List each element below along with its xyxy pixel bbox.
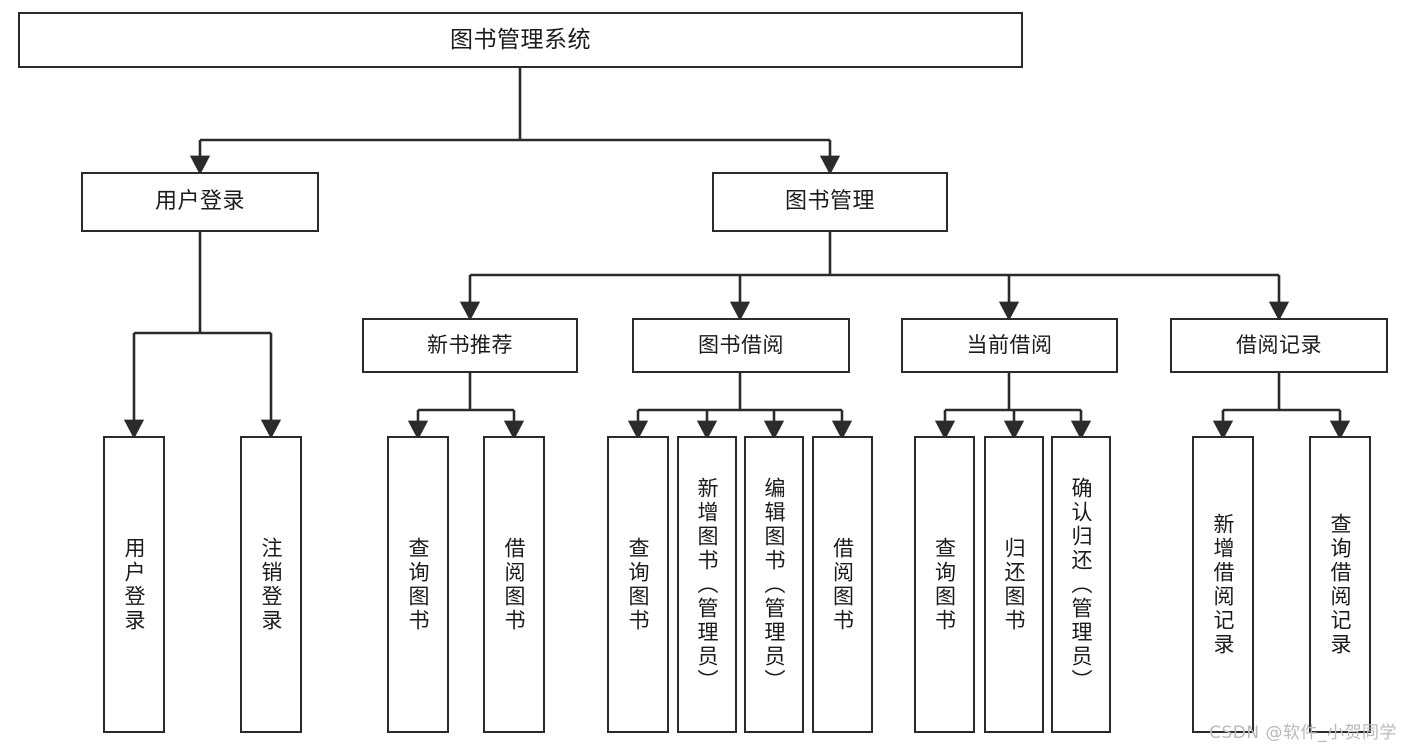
node-new-book-recommend-label: 新书推荐 bbox=[427, 332, 513, 357]
leaf-add-book[interactable]: 新增图书（管理员） bbox=[677, 436, 737, 733]
leaf-confirm-return[interactable]: 确认归还（管理员） bbox=[1051, 436, 1111, 733]
leaf-query-book-3[interactable]: 查询图书 bbox=[914, 436, 975, 733]
node-user-login-label: 用户登录 bbox=[154, 188, 245, 214]
watermark: CSDN @软件_小贺同学 bbox=[1209, 723, 1397, 743]
leaf-query-book-2[interactable]: 查询图书 bbox=[607, 436, 669, 733]
leaf-add-book-label: 新增图书（管理员） bbox=[695, 476, 720, 693]
node-borrow-record-label: 借阅记录 bbox=[1236, 332, 1322, 357]
leaf-query-book-2-label: 查询图书 bbox=[626, 536, 651, 633]
node-current-borrow[interactable]: 当前借阅 bbox=[901, 318, 1118, 373]
leaf-query-record-label: 查询借阅记录 bbox=[1328, 512, 1353, 657]
node-borrow-record[interactable]: 借阅记录 bbox=[1170, 318, 1388, 373]
leaf-edit-book[interactable]: 编辑图书（管理员） bbox=[744, 436, 804, 733]
leaf-query-book-1[interactable]: 查询图书 bbox=[387, 436, 449, 733]
leaf-logout-login[interactable]: 注销登录 bbox=[240, 436, 302, 733]
leaf-query-record[interactable]: 查询借阅记录 bbox=[1309, 436, 1371, 733]
leaf-return-book-label: 归还图书 bbox=[1002, 536, 1027, 633]
node-book-borrow[interactable]: 图书借阅 bbox=[632, 318, 850, 373]
leaf-logout-login-label: 注销登录 bbox=[259, 536, 284, 633]
node-book-manage-label: 图书管理 bbox=[784, 188, 875, 214]
leaf-edit-book-label: 编辑图书（管理员） bbox=[762, 476, 787, 693]
leaf-borrow-book-2-label: 借阅图书 bbox=[830, 536, 855, 633]
leaf-borrow-book-1[interactable]: 借阅图书 bbox=[483, 436, 545, 733]
leaf-borrow-book-1-label: 借阅图书 bbox=[502, 536, 527, 633]
node-user-login[interactable]: 用户登录 bbox=[81, 172, 319, 232]
leaf-add-record-label: 新增借阅记录 bbox=[1211, 512, 1236, 657]
leaf-user-login-label: 用户登录 bbox=[122, 536, 147, 633]
node-book-manage[interactable]: 图书管理 bbox=[712, 172, 948, 232]
leaf-user-login[interactable]: 用户登录 bbox=[103, 436, 165, 733]
node-new-book-recommend[interactable]: 新书推荐 bbox=[362, 318, 578, 373]
leaf-add-record[interactable]: 新增借阅记录 bbox=[1192, 436, 1254, 733]
leaf-return-book[interactable]: 归还图书 bbox=[984, 436, 1044, 733]
leaf-query-book-1-label: 查询图书 bbox=[406, 536, 431, 633]
node-root-label: 图书管理系统 bbox=[450, 26, 591, 53]
node-root[interactable]: 图书管理系统 bbox=[18, 12, 1023, 68]
node-book-borrow-label: 图书借阅 bbox=[698, 332, 784, 357]
leaf-query-book-3-label: 查询图书 bbox=[932, 536, 957, 633]
node-current-borrow-label: 当前借阅 bbox=[966, 332, 1053, 357]
leaf-confirm-return-label: 确认归还（管理员） bbox=[1069, 476, 1094, 693]
leaf-borrow-book-2[interactable]: 借阅图书 bbox=[812, 436, 873, 733]
